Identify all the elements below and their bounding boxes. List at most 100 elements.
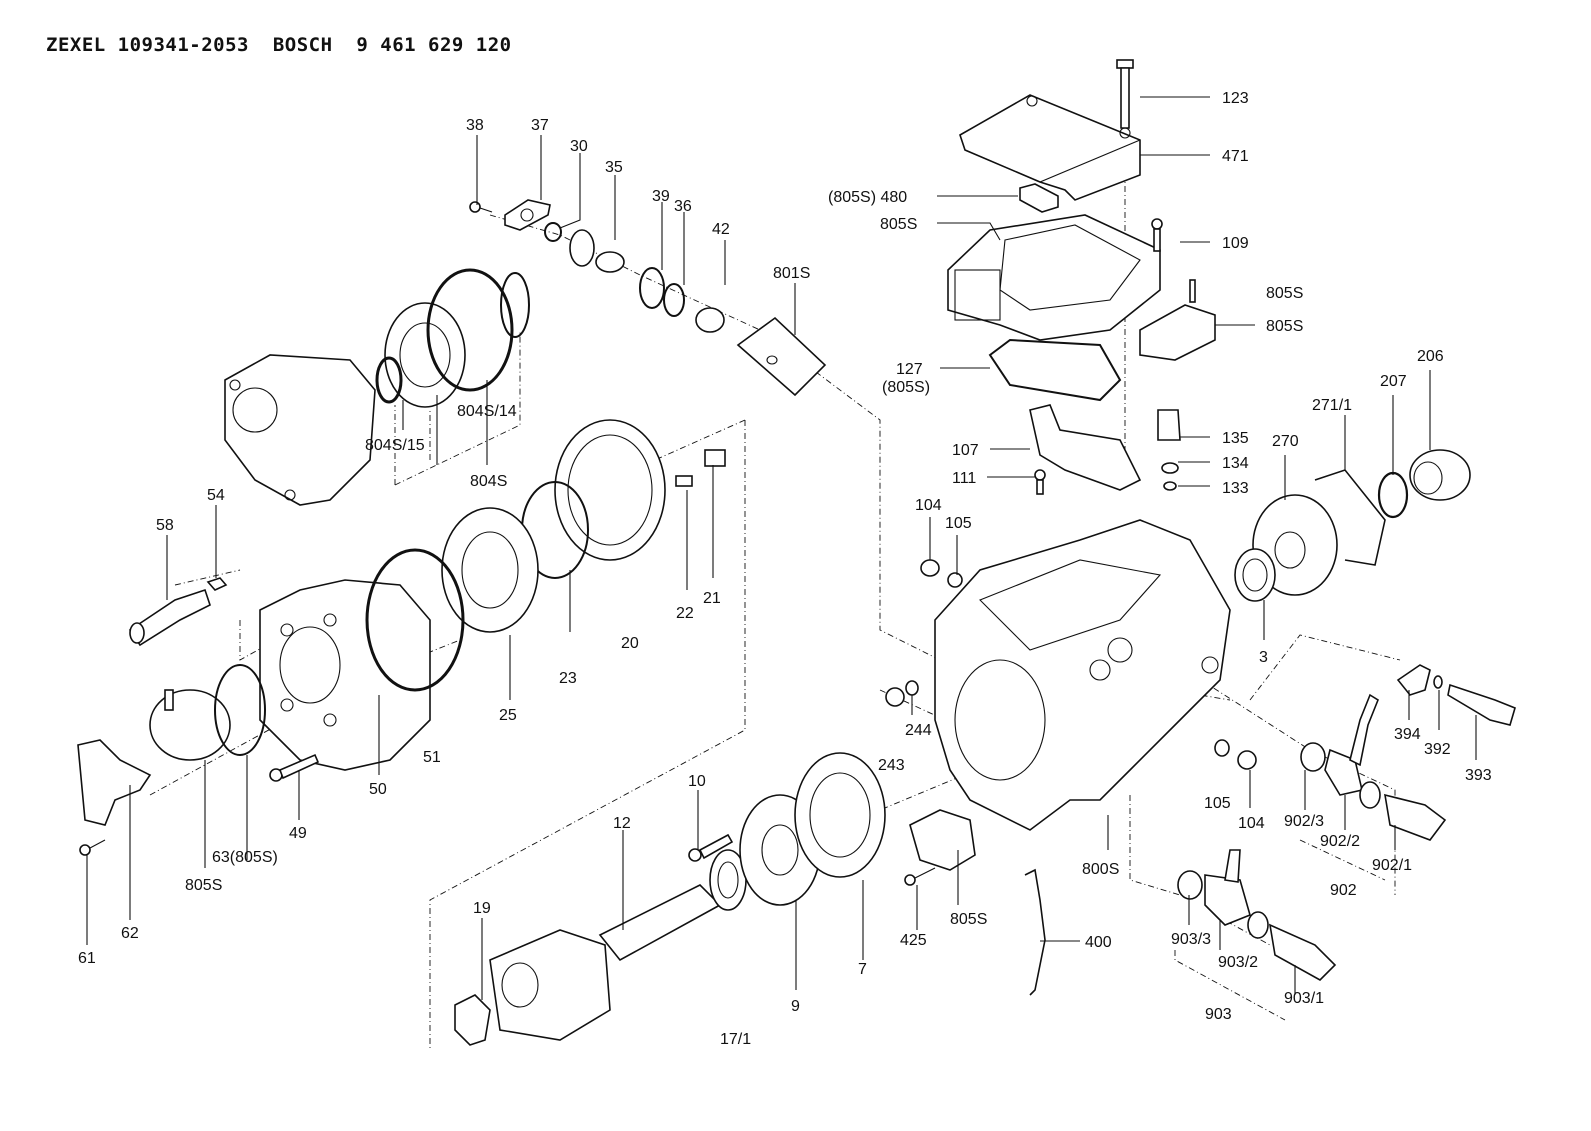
part-oring-63[interactable]: [214, 664, 266, 756]
label-134: 134: [1222, 455, 1249, 472]
part-cover-471[interactable]: [959, 94, 1141, 201]
label-393: 393: [1465, 767, 1492, 784]
part-washer-54[interactable]: [206, 577, 228, 591]
label-480: (805S) 480: [828, 189, 907, 206]
label-49: 49: [289, 825, 307, 842]
label-37: 37: [531, 117, 549, 134]
part-cap-206[interactable]: [1409, 449, 1471, 501]
part-screw-10[interactable]: [688, 833, 734, 862]
label-7: 7: [858, 961, 867, 978]
part-regulator-107[interactable]: [1029, 404, 1142, 491]
part-banjo-903[interactable]: [1177, 849, 1337, 981]
label-902-2: 902/2: [1320, 833, 1360, 850]
label-51: 51: [423, 749, 441, 766]
label-19: 19: [473, 900, 491, 917]
label-135: 135: [1222, 430, 1249, 447]
part-screw-61[interactable]: [79, 839, 106, 856]
label-127: 127: [896, 361, 923, 378]
label-111: 111: [952, 470, 976, 487]
part-screw-49[interactable]: [269, 753, 320, 782]
part-screw-109[interactable]: [1151, 218, 1163, 252]
label-38: 38: [466, 117, 484, 134]
part-screw-393[interactable]: [1447, 683, 1516, 726]
part-bracket-62[interactable]: [77, 739, 152, 826]
label-244: 244: [905, 722, 932, 739]
label-805S-c: 805S: [1266, 318, 1303, 335]
label-30: 30: [570, 138, 588, 155]
label-109: 109: [1222, 235, 1249, 252]
label-123: 123: [1222, 90, 1249, 107]
part-seal-480[interactable]: [1019, 183, 1059, 213]
part-plug-104[interactable]: [920, 559, 963, 588]
label-50: 50: [369, 781, 387, 798]
part-sensor-805S[interactable]: [909, 809, 976, 871]
label-39: 39: [652, 188, 670, 205]
part-gear-7[interactable]: [794, 752, 886, 878]
label-10: 10: [688, 773, 706, 790]
part-screw-38[interactable]: [469, 201, 493, 213]
part-spring-271-1[interactable]: [1314, 469, 1386, 566]
label-22: 22: [676, 605, 694, 622]
label-105-b: 105: [1204, 795, 1231, 812]
part-block-21[interactable]: [704, 449, 726, 467]
label-63: 63(805S): [212, 849, 278, 866]
part-screw-58[interactable]: [128, 588, 211, 647]
label-902-1: 902/1: [1372, 857, 1412, 874]
callout-labels: 38 37 30 35 39 36 42 801S 123 471 (805S)…: [78, 90, 1492, 1048]
label-62: 62: [121, 925, 139, 942]
part-seal-3[interactable]: [1234, 548, 1276, 602]
label-17-1: 17/1: [720, 1031, 751, 1048]
label-804S-14: 804S/14: [457, 403, 517, 420]
part-bearing-25[interactable]: [441, 507, 539, 633]
part-screw-111[interactable]: [1034, 469, 1046, 495]
part-plug-104-b[interactable]: [1214, 739, 1257, 770]
leader-lines: [86, 96, 1477, 1000]
label-903: 903: [1205, 1006, 1232, 1023]
label-400: 400: [1085, 934, 1112, 951]
label-104-b: 104: [1238, 815, 1265, 832]
part-plug-244[interactable]: [885, 680, 919, 707]
part-banjo-902[interactable]: [1300, 693, 1447, 841]
label-12: 12: [613, 815, 631, 832]
part-key-19[interactable]: [454, 994, 491, 1046]
part-connector-805S[interactable]: [1139, 279, 1216, 361]
label-104-a: 104: [915, 497, 942, 514]
label-25: 25: [499, 707, 517, 724]
part-valve-assembly-35[interactable]: [569, 229, 725, 333]
part-screw-425[interactable]: [904, 867, 936, 886]
part-cam-ring-20[interactable]: [554, 419, 666, 561]
label-42: 42: [712, 221, 730, 238]
part-housing-cover-50[interactable]: [259, 548, 465, 771]
part-oring-30[interactable]: [544, 222, 562, 242]
part-flange-37[interactable]: [504, 199, 551, 231]
diagram-title: ZEXEL 109341-2053 BOSCH 9 461 629 120: [46, 34, 512, 56]
part-solenoid-801S[interactable]: [736, 316, 827, 397]
label-392: 392: [1424, 741, 1451, 758]
part-bracket-394[interactable]: [1396, 664, 1443, 696]
part-control-unit-805S[interactable]: [947, 214, 1161, 341]
label-471: 471: [1222, 148, 1249, 165]
label-23: 23: [559, 670, 577, 687]
label-271-1: 271/1: [1312, 397, 1352, 414]
label-270: 270: [1272, 433, 1299, 450]
label-903-1: 903/1: [1284, 990, 1324, 1007]
label-36: 36: [674, 198, 692, 215]
part-valve-135[interactable]: [1157, 409, 1181, 491]
label-805S-e: 805S: [950, 911, 987, 928]
part-drive-shaft-12[interactable]: [489, 884, 722, 1041]
label-903-2: 903/2: [1218, 954, 1258, 971]
part-ring-207[interactable]: [1377, 471, 1409, 519]
part-screw-123[interactable]: [1116, 59, 1134, 129]
part-pump-cover-top[interactable]: [224, 354, 376, 506]
label-3: 3: [1259, 649, 1268, 666]
part-pump-housing[interactable]: [934, 519, 1231, 831]
part-pin-22[interactable]: [675, 475, 693, 487]
part-wire-400[interactable]: [1024, 868, 1046, 996]
label-105-a: 105: [945, 515, 972, 532]
label-805S-b: 805S: [1266, 285, 1303, 302]
part-gasket-127[interactable]: [988, 338, 1122, 402]
part-seal-ring-804S[interactable]: [375, 268, 530, 408]
part-actuator-805S[interactable]: [149, 689, 231, 761]
label-801S: 801S: [773, 265, 810, 282]
